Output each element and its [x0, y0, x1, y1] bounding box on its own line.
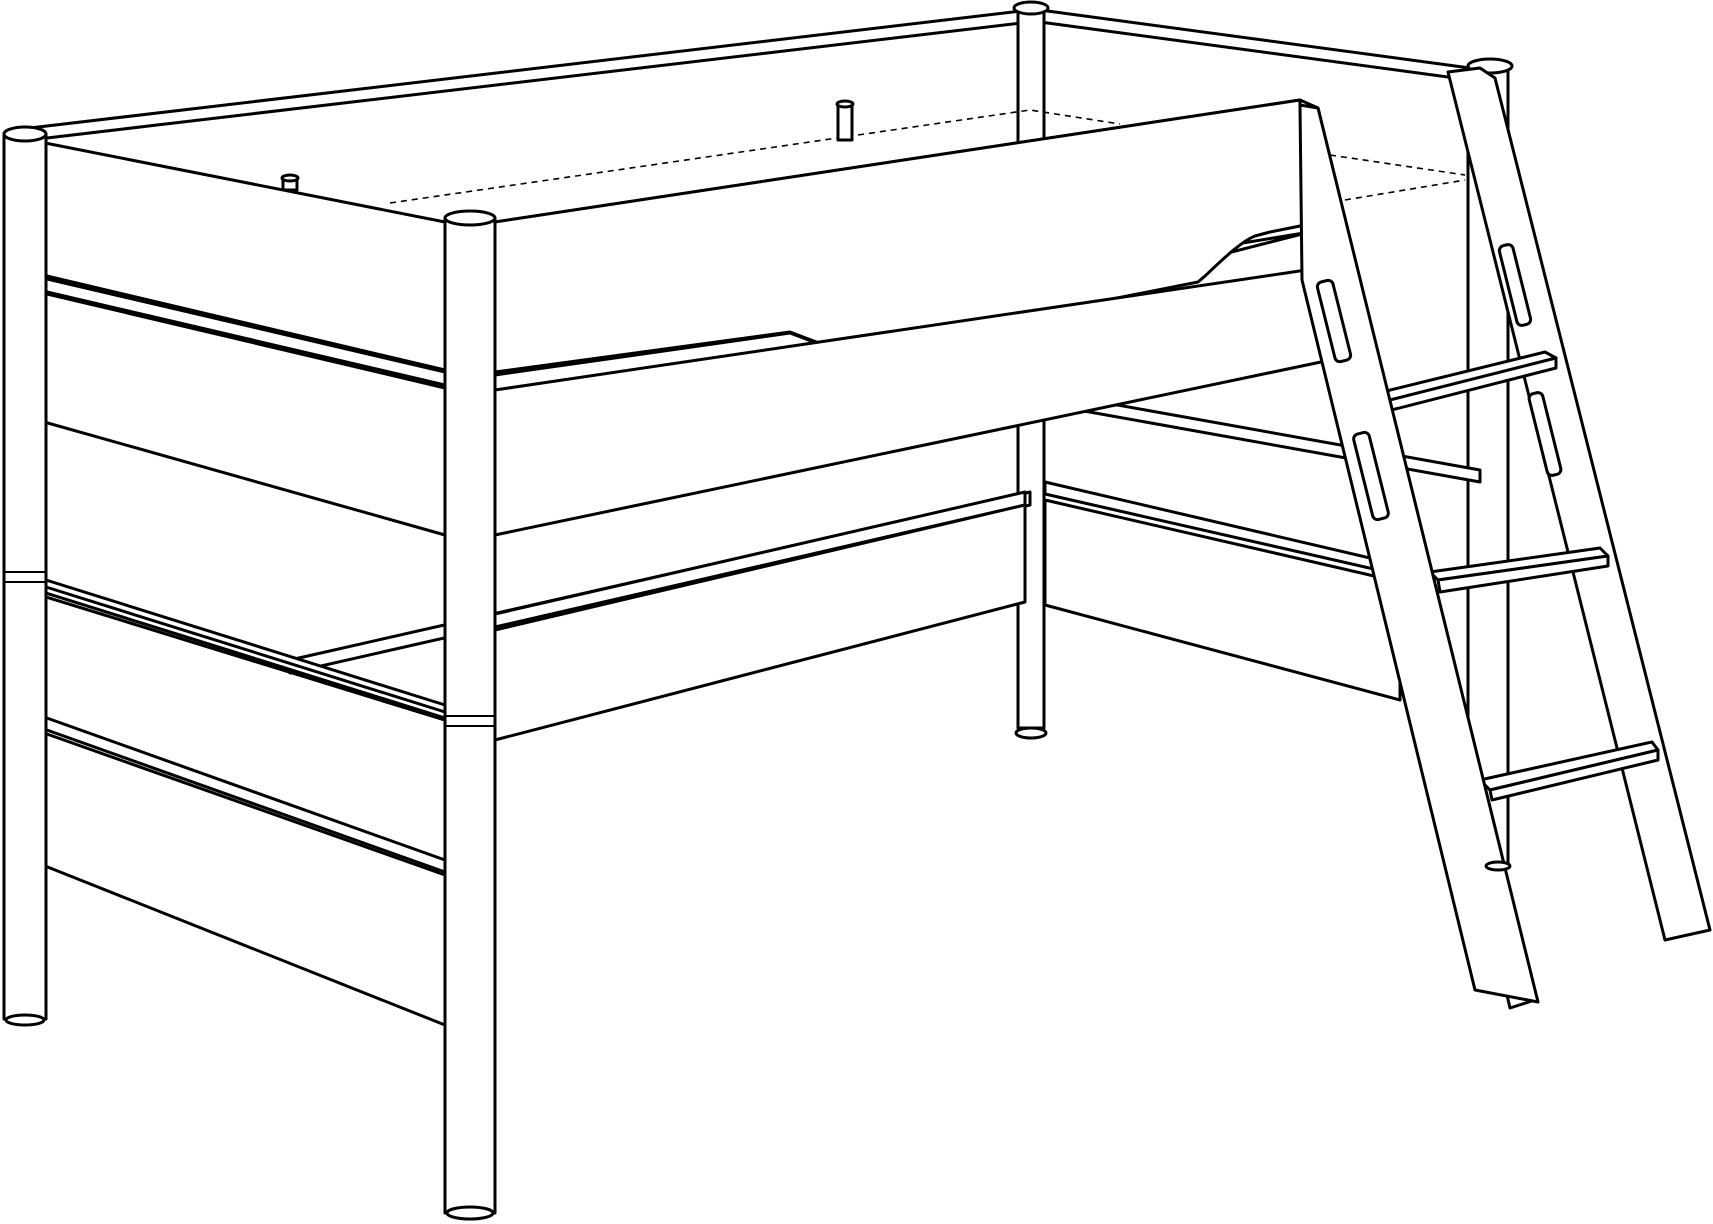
rail-peg-middle [835, 99, 855, 142]
back-bottom-board [1043, 498, 1402, 702]
mattress-outline [389, 109, 1466, 204]
back-right-post-foot [1484, 860, 1512, 872]
left-end-panel-bottom [28, 726, 447, 1027]
front-middle-post [443, 209, 497, 1221]
ladder [1298, 66, 1712, 1010]
rail-peg-left [280, 173, 300, 192]
front-left-post [2, 125, 48, 1027]
front-panel-bottom [493, 503, 1027, 742]
